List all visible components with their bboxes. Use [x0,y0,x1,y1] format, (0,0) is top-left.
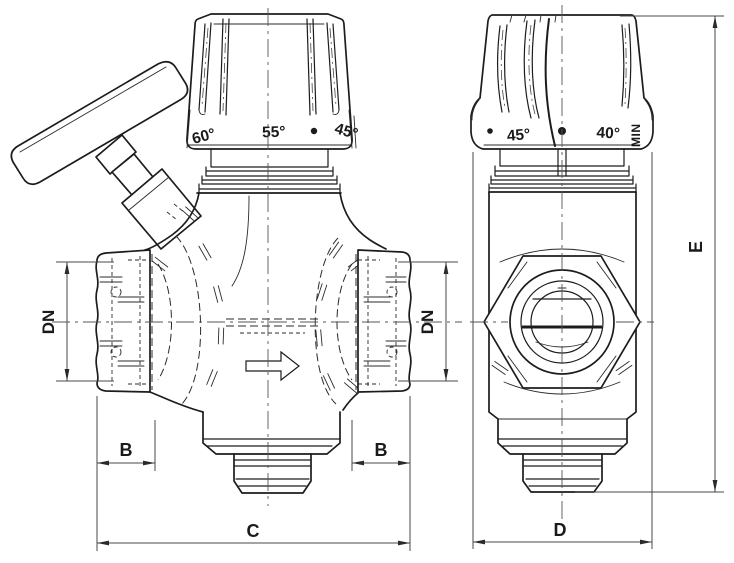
dimension-b-left: B [97,420,156,471]
knob-scale-min: MIN [629,124,643,148]
dim-label-dn-right: DN [418,310,437,335]
flow-direction-arrow-icon [245,350,300,382]
knob-scale-55: 55° [262,124,286,142]
dimension-d: D [472,152,653,549]
dimension-dn-right: DN [398,261,458,382]
dim-label-c: C [247,521,260,541]
outlet-front [202,411,341,494]
union-nut-right [355,249,412,393]
valve-body-front [144,192,387,494]
knob-collar-front [196,148,342,194]
union-nut-left [95,249,153,393]
scale-dot-left [487,128,493,134]
dimension-c: C [96,396,411,551]
knob-scale-45: 45° [333,120,360,143]
knob-scale-40: 40° [596,124,620,142]
knob-grooves-front [198,18,340,116]
dim-label-d: D [554,520,567,540]
dim-label-dn-left: DN [39,310,58,335]
front-view: 60° 55° 45° [10,8,462,551]
dimension-dn-left: DN [39,261,114,382]
dim-label-b-right: B [375,440,388,460]
dimension-b-right: B [351,420,410,471]
dim-label-e: E [686,241,706,253]
handle-bar [10,60,189,186]
knob-collar-side [488,148,637,193]
side-view: 45° 40° MIN [470,5,724,549]
knob-scale-60: 60° [190,125,217,147]
dim-label-b-left: B [120,440,133,460]
valve-neck [121,168,202,250]
scale-index-dot [310,127,318,135]
knob-grooves-side [496,14,632,147]
knob-scale-45-side: 45° [506,126,531,145]
outlet-side [497,418,628,493]
shutoff-handle [10,60,202,250]
handle-boss [95,134,137,175]
dimension-e: E [575,15,724,493]
thermostat-knob-front: 60° 55° 45° [186,13,360,150]
